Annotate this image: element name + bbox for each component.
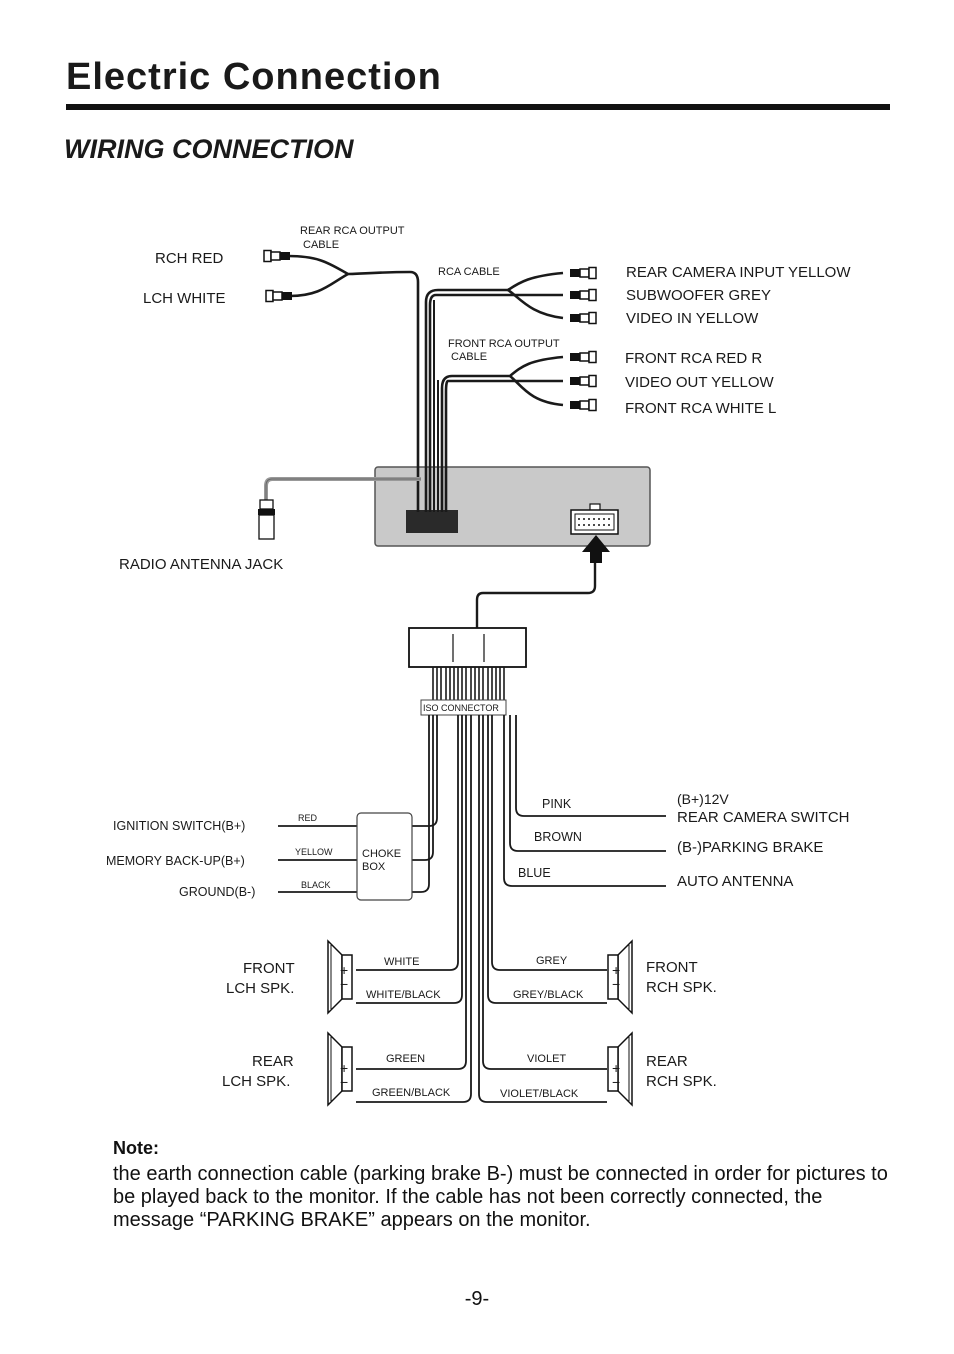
rch-red-label: RCH RED xyxy=(155,250,224,267)
rear-rch-label-1: REAR xyxy=(646,1053,688,1070)
parking-brake-label: (B-)PARKING BRAKE xyxy=(677,839,823,856)
rear-lch-label-2: LCH SPK. xyxy=(222,1073,290,1090)
white-black-wire-label: WHITE/BLACK xyxy=(366,989,441,1001)
iso-wire-bundle xyxy=(432,667,505,700)
rca-socket-block xyxy=(406,510,458,533)
iso-socket xyxy=(570,503,619,535)
rca-plug-front-white xyxy=(569,398,597,412)
page-number: -9- xyxy=(464,1288,490,1310)
speaker-rl-minus: − xyxy=(340,1074,348,1090)
speaker-fr-plus: + xyxy=(612,962,620,978)
b12v-label: (B+)12V xyxy=(677,791,729,807)
brown-wire-label: BROWN xyxy=(534,830,582,844)
section-title: WIRING CONNECTION xyxy=(64,134,354,164)
front-rca-white-label: FRONT RCA WHITE L xyxy=(625,400,776,417)
front-rca-output-label: FRONT RCA OUTPUT xyxy=(448,338,560,350)
note-block: Note: the earth connection cable (parkin… xyxy=(113,1138,893,1232)
ground-label: GROUND(B-) xyxy=(179,885,255,899)
iso-plug xyxy=(408,627,527,668)
blue-wire-label: BLUE xyxy=(518,866,551,880)
rca-cable-label: RCA CABLE xyxy=(438,266,500,278)
iso-connector-label: ISO CONNECTOR xyxy=(423,703,499,713)
rca-plug-front-red xyxy=(569,350,597,364)
green-black-wire-label: GREEN/BLACK xyxy=(372,1087,451,1099)
memory-wire-color: YELLOW xyxy=(295,847,333,857)
speaker-rr-minus: − xyxy=(612,1074,620,1090)
choke-box-label-1: CHOKE xyxy=(362,848,401,860)
front-lch-label-2: LCH SPK. xyxy=(226,980,294,997)
speaker-rl-plus: + xyxy=(340,1060,348,1076)
front-rca-output-label-2: CABLE xyxy=(451,351,487,363)
ground-wire-color: BLACK xyxy=(301,880,331,890)
pink-wire-label: PINK xyxy=(542,797,572,811)
iso-connector-tag xyxy=(420,699,507,716)
rca-plug-subwoofer xyxy=(569,288,597,302)
video-out-label: VIDEO OUT YELLOW xyxy=(625,374,774,391)
rear-rch-label-2: RCH SPK. xyxy=(646,1073,717,1090)
radio-antenna-jack-label: RADIO ANTENNA JACK xyxy=(119,556,283,573)
green-wire-label: GREEN xyxy=(386,1053,425,1065)
rear-rca-output-label-2: CABLE xyxy=(303,239,339,251)
video-in-label: VIDEO IN YELLOW xyxy=(626,310,759,327)
grey-wire-label: GREY xyxy=(536,955,568,967)
antenna-jack-icon xyxy=(258,499,275,540)
rca-plug-lch xyxy=(265,289,293,303)
front-rch-label-1: FRONT xyxy=(646,959,698,976)
violet-wire-label: VIOLET xyxy=(527,1053,566,1065)
white-wire-label: WHITE xyxy=(384,956,419,968)
rca-plug-rch xyxy=(263,249,291,263)
speaker-fl-minus: − xyxy=(340,976,348,992)
rear-camera-switch-label: REAR CAMERA SWITCH xyxy=(677,809,850,826)
insert-arrow-icon xyxy=(582,535,610,563)
front-rca-red-label: FRONT RCA RED R xyxy=(625,350,762,367)
rear-lch-label-1: REAR xyxy=(252,1053,294,1070)
memory-backup-label: MEMORY BACK-UP(B+) xyxy=(106,854,245,868)
choke-box xyxy=(356,812,413,901)
front-rch-label-2: RCH SPK. xyxy=(646,979,717,996)
speaker-fr-minus: − xyxy=(612,976,620,992)
ignition-wire-color: RED xyxy=(298,813,318,823)
iso-lead-wire xyxy=(475,563,597,628)
rca-plug-video-out xyxy=(569,374,597,388)
control-wires xyxy=(503,715,666,887)
violet-black-wire-label: VIOLET/BLACK xyxy=(500,1088,579,1100)
rear-camera-input-label: REAR CAMERA INPUT YELLOW xyxy=(626,264,851,281)
rca-cable-bundle xyxy=(287,254,564,512)
speaker-rr-plus: + xyxy=(612,1060,620,1076)
speaker-fl-plus: + xyxy=(340,962,348,978)
subwoofer-label: SUBWOOFER GREY xyxy=(626,287,771,304)
ignition-switch-label: IGNITION SWITCH(B+) xyxy=(113,819,245,833)
rca-plug-rear-camera xyxy=(569,266,597,280)
note-title: Note: xyxy=(113,1138,159,1158)
speaker-wires xyxy=(356,715,607,1103)
choke-box-label-2: BOX xyxy=(362,861,386,873)
note-body: the earth connection cable (parking brak… xyxy=(113,1163,888,1231)
rear-rca-output-label: REAR RCA OUTPUT xyxy=(300,225,405,237)
auto-antenna-label: AUTO ANTENNA xyxy=(677,873,793,890)
page-title: Electric Connection xyxy=(66,56,442,98)
lch-white-label: LCH WHITE xyxy=(143,290,226,307)
title-rule xyxy=(66,104,890,110)
rca-plug-video-in xyxy=(569,311,597,325)
front-lch-label-1: FRONT xyxy=(243,960,295,977)
grey-black-wire-label: GREY/BLACK xyxy=(513,989,584,1001)
power-wires xyxy=(278,715,438,893)
